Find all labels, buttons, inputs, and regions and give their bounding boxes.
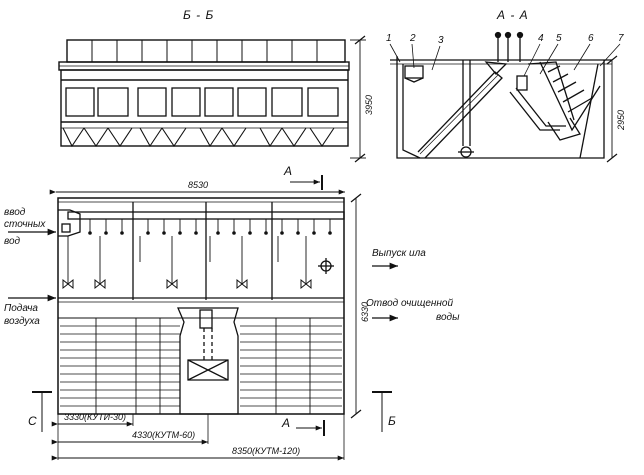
flow-arrows bbox=[8, 228, 398, 322]
callout-6: 6 bbox=[588, 33, 594, 44]
callout-2: 2 bbox=[410, 33, 416, 44]
callout-4: 4 bbox=[538, 33, 544, 44]
cut-a-top: А bbox=[284, 164, 294, 178]
callout-1: 1 bbox=[386, 33, 392, 44]
label-air-1: Подача bbox=[4, 303, 38, 314]
dim-w3: 8350(КУТМ-120) bbox=[232, 446, 301, 456]
cut-a-bottom: А bbox=[282, 416, 292, 430]
dim-height-aa: 2950 bbox=[616, 109, 626, 130]
callout-3: 3 bbox=[438, 35, 444, 46]
label-sludge: Выпуск ила bbox=[372, 248, 426, 259]
dim-w1: 3330(КУТИ-30) bbox=[64, 412, 127, 422]
section-aa-crosssection bbox=[389, 31, 621, 163]
dim-w2: 4330(КУТМ-60) bbox=[132, 430, 196, 440]
plan-view bbox=[32, 175, 392, 461]
label-outlet-2: воды bbox=[436, 312, 460, 323]
label-outlet-1: Отвод очищенной bbox=[366, 298, 454, 309]
section-bb-elevation bbox=[58, 35, 366, 163]
label-inlet-3: вод bbox=[4, 236, 21, 247]
callout-5: 5 bbox=[556, 33, 562, 44]
label-air-2: воздуха bbox=[4, 316, 40, 327]
callout-7: 7 bbox=[618, 33, 624, 44]
dim-height-bb: 3950 bbox=[364, 94, 374, 115]
section-aa-title: А - А bbox=[497, 8, 529, 22]
cut-b-right: Б bbox=[388, 414, 397, 428]
label-inlet-1: ввод bbox=[4, 207, 26, 218]
cut-b-left: С bbox=[28, 414, 38, 428]
label-inlet-2: сточных bbox=[4, 219, 46, 230]
dim-top-width: 8530 bbox=[188, 180, 209, 190]
section-bb-title: Б - Б bbox=[183, 8, 215, 22]
